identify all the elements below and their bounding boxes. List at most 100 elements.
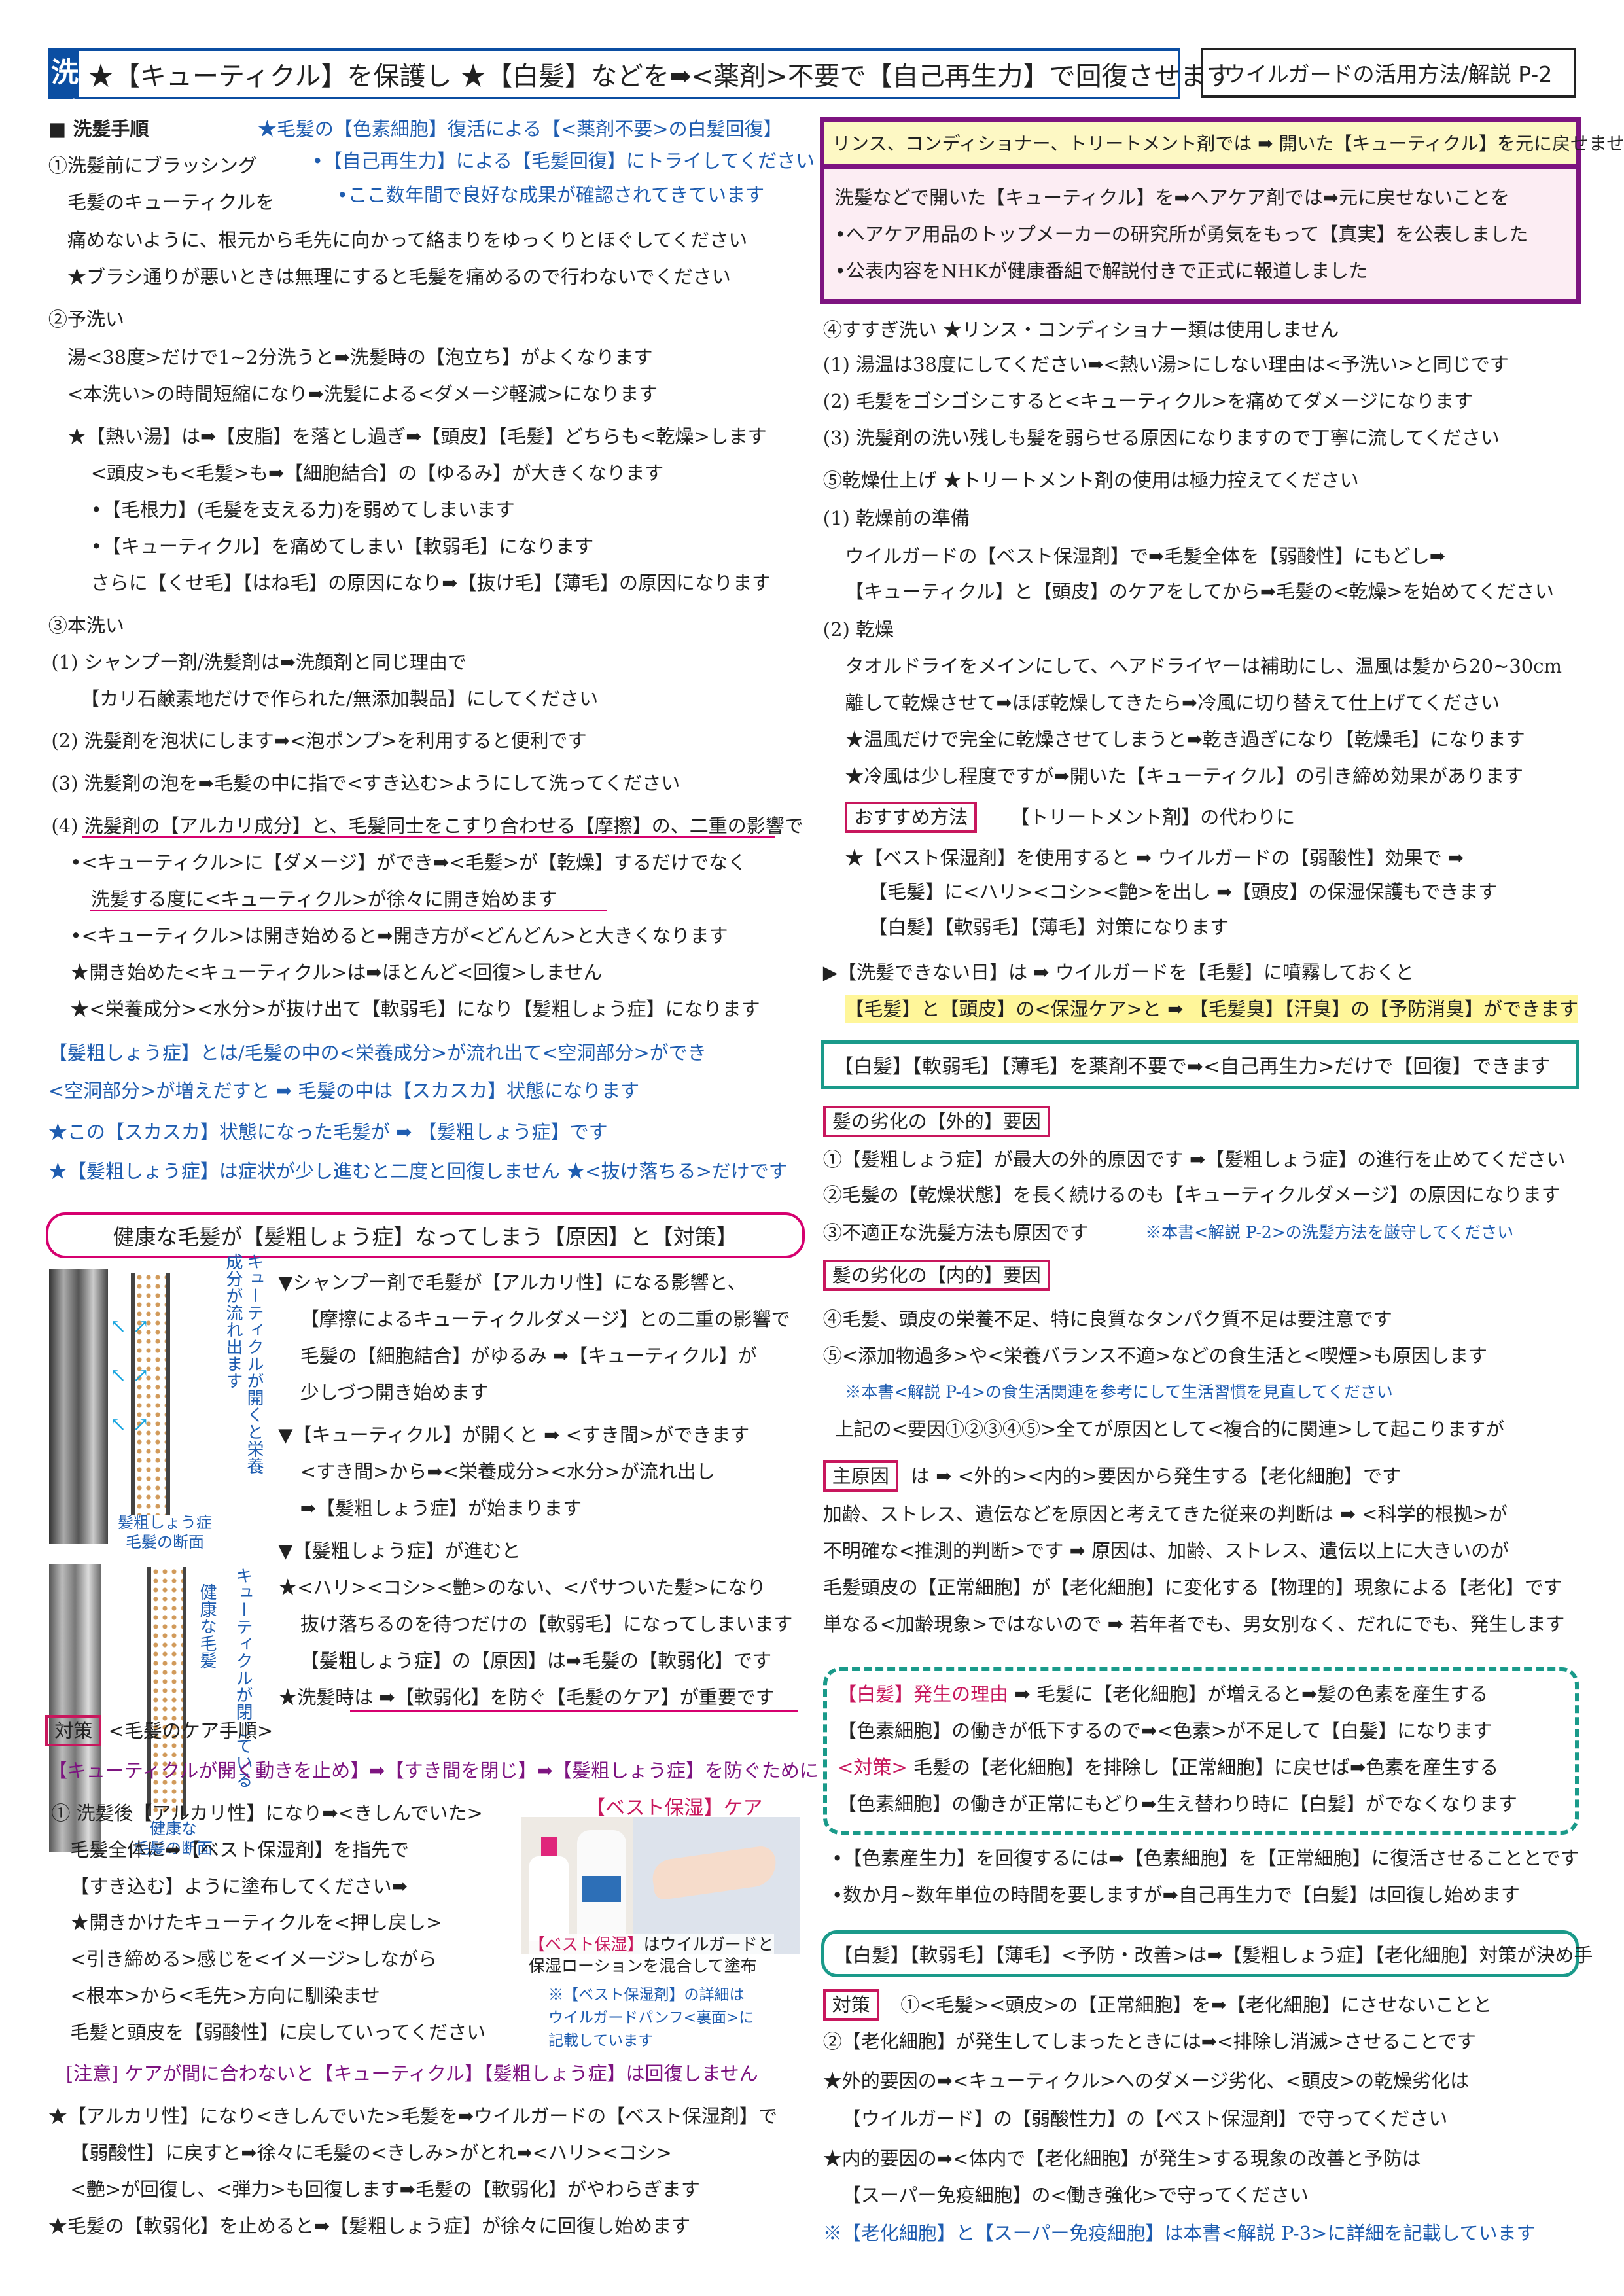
- cause-line: 毛髪の【細胞結合】がゆるみ ➡【キューティクル】が: [300, 1345, 757, 1368]
- cause-line: <すき間>から➡<栄養成分><水分>が流れ出し: [300, 1460, 715, 1483]
- care-line: 毛髪と頭皮を【弱酸性】に戻していってください: [70, 2021, 486, 2044]
- bullet-line: •数か月~数年単位の時間を要しますが➡自己再生力で【白髪】は回復し始めます: [832, 1883, 1520, 1906]
- text-line: ウイルガードの【ベスト保湿剤】で➡毛髪全体を【弱酸性】にもどし➡: [845, 545, 1446, 568]
- text-line: ★温風だけで完全に乾燥させてしまうと➡乾き過ぎになり【乾燥毛】になります: [845, 728, 1525, 751]
- hands-image: [650, 1845, 779, 1901]
- cause-line: ▼【髪粗しょう症】が進むと: [278, 1540, 521, 1563]
- text-line: (1) 乾燥前の準備: [822, 507, 970, 530]
- photo-note: ※【ベスト保湿剤】の詳細はウイルガードパンフ<裏面>に記載しています: [548, 1984, 754, 2053]
- photo-caption: 【ベスト保湿】はウイルガードと保湿ローションを混合して塗布: [529, 1934, 774, 1977]
- main-cause-line: 単なる<加齢現象>ではないので ➡ 若年者でも、男女別なく、だれにでも、発生しま…: [822, 1612, 1565, 1635]
- note-line: 記載しています: [548, 2032, 654, 2049]
- text-line: •<キューティクル>に【ダメージ】ができ➡<毛髪>が【乾燥】するだけでなく: [70, 851, 747, 874]
- text-line: •【毛根力】(毛髪を支える力)を弱めてしまいます: [90, 498, 515, 521]
- caption-text: 保湿ローションを混合して塗布: [529, 1956, 757, 1975]
- heading-prewash: ②予洗い: [48, 308, 124, 330]
- measure-tag: 対策: [45, 1715, 102, 1747]
- highlight-line: 【毛髪】と【頭皮】の<保湿ケア>と ➡ 【毛髪臭】【汗臭】の【予防消臭】ができま…: [845, 995, 1579, 1023]
- white-hair-text: ➡ 毛髪に【老化細胞】が増えると➡髪の色素を産生する: [1008, 1683, 1489, 1706]
- underline: [90, 910, 607, 911]
- text-line: •【キューティクル】を痛めてしまい【軟弱毛】になります: [90, 535, 594, 557]
- wilguard-bottle: [577, 1830, 626, 1945]
- care-line: 【すき込む】ように塗布してください➡: [70, 1875, 408, 1898]
- factor-summary: 上記の<要因①②③④⑤>全てが原因として<複合的に関連>して起こりますが: [834, 1418, 1505, 1441]
- note-line: ウイルガードパンフ<裏面>に: [548, 2009, 754, 2026]
- measure-tag: 対策: [822, 1988, 879, 2021]
- caption-line: 毛髪の断面: [134, 1839, 213, 1858]
- closed-cuticle-diagram: [147, 1567, 186, 1816]
- arrow-out-icon: ↖ ↗: [110, 1364, 149, 1387]
- main-cause-text: は ➡ <外的><内的>要因から発生する【老化細胞】です: [911, 1464, 1401, 1487]
- cause-line: ★洗髪時は ➡【軟弱化】を防ぐ【毛髪のケア】が重要です: [278, 1686, 775, 1708]
- note-blue: •ここ数年間で良好な成果が確認されてきています: [336, 183, 765, 206]
- final-note: ※【老化細胞】と【スーパー免疫細胞】は本書<解説 P-3>に詳細を記載しています: [822, 2221, 1536, 2244]
- arrow-out-icon: ↖ ↗: [110, 1413, 149, 1436]
- care-line: 毛髪全体に➡【ベスト保湿剤】を指先で: [70, 1838, 410, 1861]
- cause-line: 【摩擦によるキューティクルダメージ】との二重の影響で: [300, 1308, 790, 1331]
- measure-line: ②【老化細胞】が発生してしまったときには➡<排除し消滅>させることです: [822, 2030, 1476, 2053]
- final-line: <艶>が回復し、<弾力>も回復します➡毛髪の【軟弱化】がやわらぎます: [70, 2178, 700, 2200]
- underline: [82, 836, 775, 838]
- text-line: ★ブラシ通りが悪いときは無理にすると毛髪を痛めるので行わないでください: [67, 265, 731, 288]
- heading-drying: ⑤乾燥仕上げ ★トリートメント剤の使用は極力控えてください: [822, 469, 1359, 492]
- text-line: (1) 湯温は38度にしてください➡<熱い湯>にしない理由は<予洗い>と同じです: [822, 353, 1509, 376]
- recommend-tag: おすすめ方法: [845, 801, 978, 833]
- product-photo: [521, 1817, 800, 1954]
- text-line: ★<栄養成分><水分>が抜け出て【軟弱毛】になり【髪粗しょう症】になります: [70, 997, 760, 1020]
- care-line: <引き締める>感じを<イメージ>しながら: [70, 1948, 438, 1971]
- factor-line: ③不適正な洗髪方法も原因です: [822, 1222, 1089, 1245]
- caption-line: 毛髪の断面: [126, 1533, 204, 1551]
- measure-purple-line: 【キューティクルが開く動きを止め】➡【すき間を閉じ】➡【髪粗しょう症】を防ぐため…: [48, 1759, 819, 1782]
- cause-title-box: 健康な毛髪が【髪粗しょう症】なってしまう【原因】と【対策】: [46, 1212, 805, 1258]
- heading-rinse: ④すすぎ洗い ★リンス・コンディショナー類は使用しません: [822, 318, 1339, 341]
- care-line: <根本>から<毛先>方向に馴染ませ: [70, 1985, 380, 2007]
- text-line: (3) 洗髪剤の泡を➡毛髪の中に指で<すき込む>ようにして洗ってください: [51, 772, 680, 795]
- main-cause-line: 毛髪頭皮の【正常細胞】が【老化細胞】に変化する【物理的】現象による【老化】です: [822, 1576, 1562, 1598]
- caption-highlight: 【ベスト保湿】: [529, 1935, 644, 1954]
- heading-main-wash: ③本洗い: [48, 614, 124, 637]
- white-hair-line: 【白髪】発生の理由 ➡ 毛髪に【老化細胞】が増えると➡髪の色素を産生する: [838, 1680, 1488, 1708]
- measure-line: 【スーパー免疫細胞】の<働き強化>で守ってください: [841, 2183, 1309, 2206]
- final-line: 【弱酸性】に戻すと➡徐々に毛髪の<きしみ>がとれ➡<ハリ><コシ>: [70, 2141, 672, 2164]
- factor-note: ※本書<解説 P-2>の洗髪方法を厳守してください: [1145, 1223, 1514, 1243]
- open-cuticle-diagram: [131, 1273, 170, 1515]
- note-blue: ★毛髪の【色素細胞】復活による【<薬剤不要>の白髪回復】: [257, 117, 783, 140]
- text-line: 【キューティクル】と【頭皮】のケアをしてから➡毛髪の<乾燥>を始めてください: [845, 580, 1554, 603]
- cause-line: ▼【キューティクル】が開くと ➡ <すき間>ができます: [278, 1424, 750, 1447]
- heading-washing-steps: ■ 洗髪手順: [48, 117, 149, 140]
- recommend-line: ★【ベスト保湿剤】を使用すると ➡ ウイルガードの【弱酸性】効果で ➡: [845, 847, 1464, 870]
- main-cause-line: 不明確な<推測的判断>です ➡ 原因は、加齢、ストレス、遺伝以上に大きいのが: [822, 1540, 1509, 1563]
- care-line: ★開きかけたキューティクルを<押し戻し>: [70, 1911, 442, 1934]
- text-line: ★【熱い湯】は➡【皮脂】を落とし過ぎ➡【頭皮】【毛髪】どちらも<乾燥>します: [67, 425, 767, 448]
- text-line: 【カリ石鹸素地だけで作られた/無添加製品】にしてください: [80, 687, 599, 710]
- text-line: 湯<38度>だけで1~2分洗うと➡洗髪時の【泡立ち】がよくなります: [67, 346, 653, 369]
- care-line: ① 洗髪後【アルカリ性】になり➡<きしんでいた>: [51, 1801, 483, 1824]
- main-cause-line: 加齢、ストレス、遺伝などを原因と考えてきた従来の判断は ➡ <科学的根拠>が: [822, 1503, 1508, 1526]
- healthy-caption: 健康な毛髪の断面: [134, 1819, 213, 1858]
- box-line: •ヘアケア用品のトップメーカーの研究所が勇気をもって【真実】を公表しました: [834, 223, 1528, 246]
- text-line: (3) 洗髪剤の洗い残しも髪を弱らせる原因になりますので丁寧に流してください: [822, 427, 1500, 450]
- bullet-line: •【色素産生力】を回復するには➡【色素細胞】を【正常細胞】に復活させることとです: [832, 1847, 1580, 1870]
- text-line: 痛めないように、根元から毛先に向かって絡まりをゆっくりとほぐしてください: [67, 229, 748, 252]
- prevention-box: 【白髪】【軟弱毛】【薄毛】<予防・改善>は➡【髪粗しょう症】【老化細胞】対策が決…: [821, 1930, 1593, 1977]
- cause-line: ▼シャンプー剤で毛髪が【アルカリ性】になる影響と、: [278, 1271, 747, 1294]
- text-line: ★冷風は少し程度ですが➡開いた【キューティクル】の引き締め効果があります: [845, 765, 1524, 788]
- factor-line: ④毛髪、頭皮の栄養不足、特に良質なタンパク質不足は要注意です: [822, 1308, 1392, 1331]
- section-number: ❸洗 髪: [51, 18, 79, 128]
- healthy-hair-image: [49, 1564, 101, 1852]
- recommend-line: 【白髪】【軟弱毛】【薄毛】対策になります: [868, 915, 1229, 938]
- healthy-hair-label: 健康な毛髪: [197, 1583, 217, 1669]
- blue-explanation: 【髪粗しょう症】とは/毛髪の中の<栄養成分>が流れ出て<空洞部分>ができ: [48, 1042, 707, 1065]
- text-line: •<キューティクル>は開き始めると➡開き方が<どんどん>と大きくなります: [70, 925, 728, 947]
- white-hair-line: 【色素細胞】の働きが正常にもどり➡生え替わり時に【白髪】がでなくなります: [838, 1793, 1517, 1816]
- measure-line: ★外的要因の➡<キューティクル>へのダメージ劣化、<頭皮>の乾燥劣化は: [822, 2070, 1470, 2093]
- white-hair-text: 毛髪の【老化細胞】を排除し【正常細胞】に戻せば➡色素を産生する: [907, 1756, 1499, 1779]
- text-line: (2) 乾燥: [822, 618, 894, 641]
- text-line: 離して乾燥させて➡ほぼ乾燥してきたら➡冷風に切り替えて仕上げてください: [845, 692, 1500, 715]
- text-line: ①洗髪前にブラッシング: [48, 154, 257, 177]
- caution-line: [注意] ケアが間に合わないと【キューティクル】【髪粗しょう症】は回復しません: [65, 2062, 758, 2085]
- text-line: タオルドライをメインにして、ヘアドライヤーは補助にし、温風は髪から20~30cm: [845, 655, 1562, 678]
- factor-line: ①【髪粗しょう症】が最大の外的原因です ➡【髪粗しょう症】の進行を止めてください: [822, 1148, 1566, 1171]
- blue-explanation: <空洞部分>が増えだすと ➡ 毛髪の中は【スカスカ】状態になります: [48, 1080, 640, 1103]
- recovery-box: 【白髪】【軟弱毛】【薄毛】を薬剤不要で➡<自己再生力>だけで【回復】できます: [821, 1040, 1579, 1089]
